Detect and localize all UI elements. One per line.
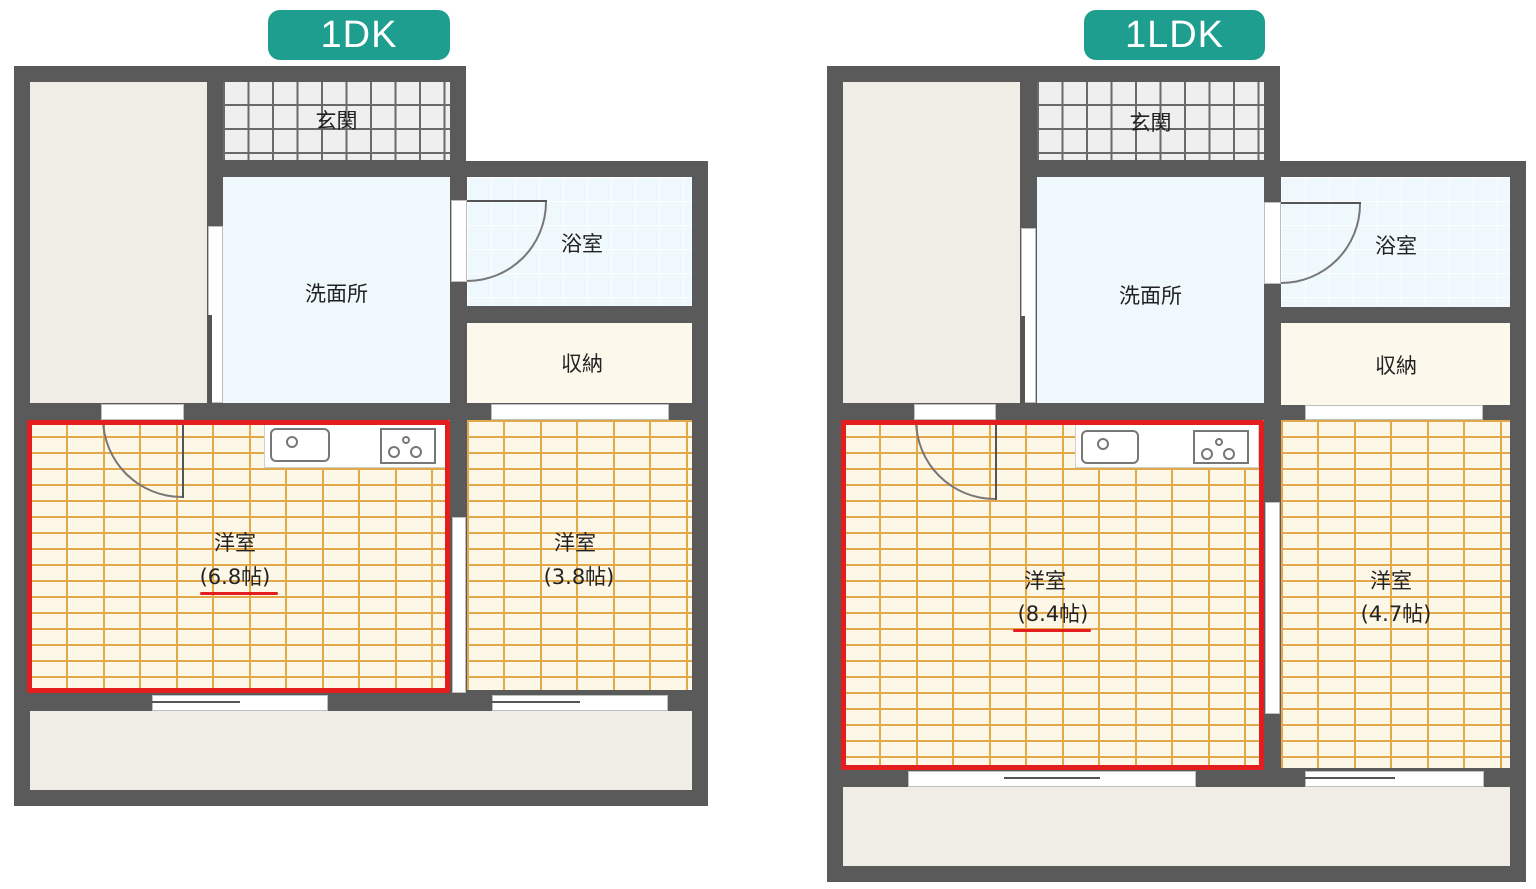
sliding-door	[1265, 502, 1280, 714]
room-genkan: 玄関	[223, 82, 450, 160]
closet-area	[843, 82, 1020, 403]
plan-type-badge: 1LDK	[1084, 10, 1265, 60]
sliding-door	[452, 517, 466, 693]
sink-icon	[1081, 430, 1139, 464]
room-label: 収納	[561, 352, 603, 376]
door-opening	[101, 404, 184, 420]
room-label: 浴室	[1375, 234, 1417, 258]
sink-icon	[270, 428, 330, 462]
door-leaf	[182, 420, 184, 498]
room-storage: 収納	[1281, 323, 1510, 405]
room-label: 洗面所	[305, 282, 368, 306]
room-label: 浴室	[561, 232, 603, 256]
window	[1305, 771, 1484, 787]
room-storage: 収納	[467, 323, 692, 403]
size-underline	[1013, 629, 1091, 632]
window	[492, 695, 668, 711]
window-sash	[1305, 777, 1395, 779]
faucet-icon	[1097, 438, 1109, 450]
room-label: 洋室	[214, 531, 256, 555]
room-label: 収納	[1375, 354, 1417, 378]
bath-door-frame	[451, 200, 467, 282]
room-genkan: 玄関	[1037, 82, 1264, 160]
balcony	[843, 787, 1510, 866]
door-leaf	[1281, 202, 1361, 204]
room-western-sub: 洋室 (4.7帖)	[1281, 420, 1510, 768]
room-size: (3.8帖)	[543, 565, 615, 589]
room-label: 玄関	[1129, 111, 1172, 135]
room-label: 洋室	[1024, 569, 1066, 593]
room-size: (4.7帖)	[1360, 602, 1432, 626]
window-sash	[1004, 777, 1100, 779]
sliding-door-panel	[208, 315, 212, 403]
burner-icon	[402, 436, 410, 444]
room-western-sub: 洋室 (3.8帖)	[467, 420, 692, 690]
balcony	[30, 711, 692, 790]
room-size: (6.8帖)	[199, 565, 271, 589]
size-underline	[200, 592, 278, 595]
burner-icon	[1201, 448, 1213, 460]
room-label: 洗面所	[1119, 284, 1182, 308]
room-label: 洋室	[554, 531, 596, 555]
window-sash	[492, 701, 580, 703]
faucet-icon	[286, 436, 298, 448]
room-washroom: 洗面所	[1037, 177, 1264, 403]
burner-icon	[1223, 448, 1235, 460]
room-western-main: 洋室 (6.8帖)	[30, 420, 450, 690]
room-label: 洋室	[1370, 569, 1412, 593]
door-leaf	[995, 420, 997, 500]
stove-icon	[1193, 430, 1249, 464]
room-size: (8.4帖)	[1017, 602, 1089, 626]
closet-door	[491, 404, 669, 420]
room-western-main: 洋室 (8.4帖)	[843, 420, 1264, 768]
door-leaf	[467, 200, 547, 202]
bath-door-frame	[1264, 202, 1281, 284]
stove-icon	[380, 428, 436, 464]
window	[908, 771, 1196, 787]
sliding-door-panel	[1021, 316, 1025, 403]
closet-door	[1305, 405, 1483, 420]
burner-icon	[410, 446, 422, 458]
door-opening	[914, 404, 996, 420]
plan-type-badge: 1DK	[268, 10, 450, 60]
window-sash	[152, 701, 240, 703]
burner-icon	[1215, 438, 1223, 446]
room-label: 玄関	[315, 109, 358, 133]
closet-area	[30, 82, 207, 403]
burner-icon	[388, 446, 400, 458]
room-washroom: 洗面所	[223, 177, 450, 403]
window	[152, 695, 328, 711]
